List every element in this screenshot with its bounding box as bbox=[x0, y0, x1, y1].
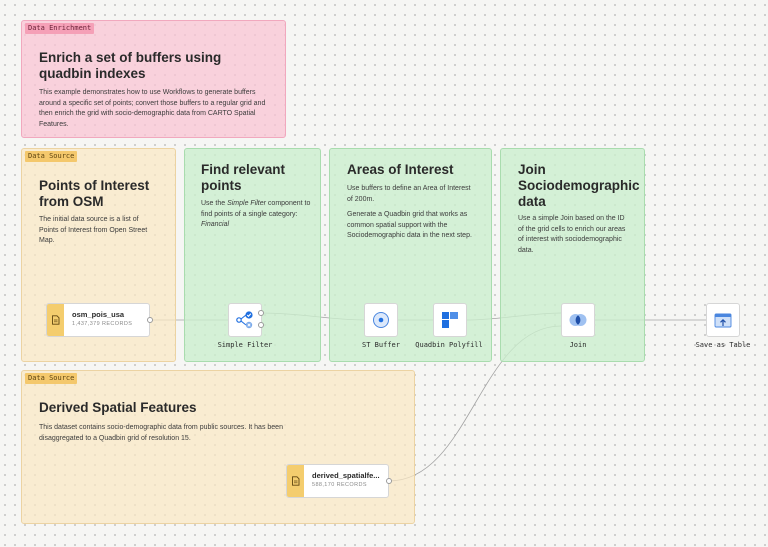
title-line: Find relevant bbox=[201, 162, 286, 177]
node-save-as-table[interactable] bbox=[706, 303, 740, 337]
node-label: Join bbox=[569, 341, 587, 349]
filter-icon bbox=[236, 311, 253, 329]
group-description: Use the Simple Filter component to find … bbox=[201, 199, 313, 231]
source-name: derived_spatialfe... bbox=[312, 471, 380, 480]
title-line: Sociodemographic bbox=[518, 178, 640, 193]
source-record-count: 588,170 RECORDS bbox=[312, 482, 367, 488]
desc-paragraph: Generate a Quadbin grid that works as co… bbox=[347, 211, 472, 239]
node-join[interactable] bbox=[561, 303, 595, 337]
desc-emphasis: Financial bbox=[201, 221, 230, 228]
table-icon bbox=[52, 315, 60, 325]
join-icon bbox=[569, 314, 587, 326]
table-icon bbox=[292, 476, 300, 486]
group-title: Enrich a set of buffers using quadbin in… bbox=[39, 50, 279, 82]
group-tag: Data Source bbox=[25, 151, 78, 162]
output-port-true[interactable] bbox=[258, 310, 264, 316]
group-derived-source[interactable]: Data Source Derived Spatial Features Thi… bbox=[21, 370, 415, 524]
desc-text: Use the bbox=[201, 200, 228, 207]
group-title: Derived Spatial Features bbox=[39, 400, 197, 415]
group-find-points[interactable]: Find relevant points Use the Simple Filt… bbox=[184, 148, 321, 362]
desc-emphasis: Simple Filter bbox=[227, 200, 266, 207]
title-line: Points of Interest bbox=[39, 178, 150, 193]
source-strip bbox=[47, 304, 64, 336]
node-quadbin-polyfill[interactable] bbox=[433, 303, 467, 337]
group-title: Find relevant points bbox=[201, 162, 319, 194]
group-tag: Data Source bbox=[25, 373, 78, 384]
output-port-false[interactable] bbox=[258, 322, 264, 328]
node-osm-pois-usa[interactable]: osm_pois_usa 1,437,379 RECORDS bbox=[46, 303, 150, 337]
source-name: osm_pois_usa bbox=[72, 310, 125, 319]
group-areas-of-interest[interactable]: Areas of Interest Use buffers to define … bbox=[329, 148, 492, 362]
source-record-count: 1,437,379 RECORDS bbox=[72, 321, 133, 327]
group-title: Points of Interest from OSM bbox=[39, 178, 174, 210]
quadbin-icon bbox=[442, 312, 458, 328]
source-text: osm_pois_usa 1,437,379 RECORDS bbox=[64, 304, 132, 336]
node-derived-spatial-features[interactable]: derived_spatialfe... 588,170 RECORDS bbox=[286, 464, 389, 498]
output-port[interactable] bbox=[386, 478, 392, 484]
node-label: Save as Table bbox=[695, 341, 751, 349]
title-line: quadbin indexes bbox=[39, 66, 146, 81]
desc-text: component to find points of a single cat… bbox=[201, 200, 311, 218]
title-line: from OSM bbox=[39, 194, 104, 209]
source-text: derived_spatialfe... 588,170 RECORDS bbox=[304, 465, 380, 497]
group-description: This example demonstrates how to use Wor… bbox=[39, 89, 266, 128]
group-tag: Data Enrichment bbox=[25, 23, 95, 34]
save-table-icon bbox=[714, 313, 732, 328]
output-port[interactable] bbox=[147, 317, 153, 323]
title-line: data bbox=[518, 194, 546, 209]
title-line: Join bbox=[518, 162, 546, 177]
desc-paragraph: Use buffers to define an Area of Interes… bbox=[347, 185, 471, 203]
node-label: Quadbin Polyfill bbox=[415, 341, 483, 349]
group-title: Areas of Interest bbox=[347, 162, 454, 177]
title-line: Enrich a set of buffers using bbox=[39, 50, 222, 65]
source-strip bbox=[287, 465, 304, 497]
group-title: Join Sociodemographic data bbox=[518, 162, 643, 210]
node-simple-filter[interactable] bbox=[228, 303, 262, 337]
node-label: ST Buffer bbox=[362, 341, 400, 349]
group-description: Use buffers to define an Area of Interes… bbox=[347, 184, 473, 247]
group-description: Use a simple Join based on the ID of the… bbox=[518, 215, 626, 254]
buffer-icon bbox=[373, 312, 389, 328]
group-description: This dataset contains socio-demographic … bbox=[39, 424, 283, 442]
title-line: points bbox=[201, 178, 242, 193]
group-data-enrichment[interactable]: Data Enrichment Enrich a set of buffers … bbox=[21, 20, 286, 138]
group-description: The initial data source is a list of Poi… bbox=[39, 216, 148, 244]
node-st-buffer[interactable] bbox=[364, 303, 398, 337]
node-label: Simple Filter bbox=[217, 341, 273, 349]
